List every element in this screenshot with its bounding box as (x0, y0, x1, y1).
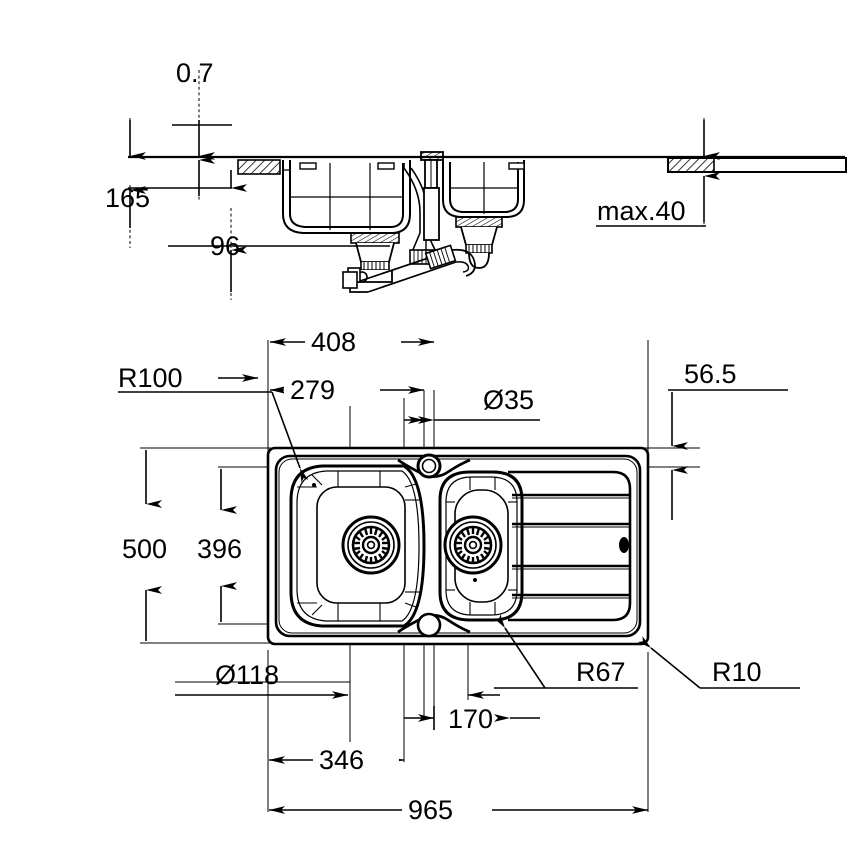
dimension-965: 965 (269, 792, 648, 826)
section-view: 0.7 165 96 max.40 (105, 58, 847, 300)
main-bowl (289, 464, 426, 628)
dimension-r10-label: R10 (712, 657, 762, 687)
dimension-0-7-label: 0.7 (176, 58, 214, 88)
drainboard-outlet-slot (619, 537, 629, 553)
dimension-r100-label: R100 (118, 363, 183, 393)
drain-pipe-section (342, 244, 476, 293)
dimension-346: 346 (269, 742, 404, 776)
worktop-block (667, 157, 847, 173)
tap-hole (416, 453, 442, 479)
dimension-346-label: 346 (319, 745, 364, 775)
dimension-500: 500 (122, 450, 167, 641)
dimension-965-label: 965 (408, 795, 453, 825)
dimension-56-5-label: 56.5 (684, 359, 737, 389)
dimension-408: 408 (270, 324, 434, 358)
drainboard (508, 470, 632, 622)
dimension-165-label: 165 (105, 183, 150, 213)
dimension-96: 96 (210, 170, 247, 292)
secondary-waste-section (455, 216, 503, 269)
dimension-dia-35-label: Ø35 (483, 385, 534, 415)
dimension-dia-118-label: Ø118 (215, 660, 279, 690)
dimension-56-5: 56.5 (668, 359, 788, 520)
dimension-500-label: 500 (122, 534, 167, 564)
dimension-r67-label: R67 (576, 657, 626, 687)
dimension-r67: R67 (494, 614, 638, 689)
dimension-396-label: 396 (197, 534, 242, 564)
standpipe-section (420, 151, 444, 254)
dimension-165: 165 (105, 120, 150, 228)
overflow-hole (416, 612, 442, 638)
dimension-408-label: 408 (311, 327, 356, 357)
dimension-170: 170 (404, 691, 540, 734)
dimension-r10: R10 (637, 636, 800, 689)
dimension-max-40-label: max.40 (597, 196, 686, 226)
dimension-170-label: 170 (448, 704, 493, 734)
dimension-max-40: max.40 (597, 120, 720, 226)
dimension-dia-118: Ø118 (175, 660, 348, 699)
dimension-279: 279 (270, 372, 424, 406)
dimension-279-label: 279 (290, 375, 335, 405)
dimension-dia-35: Ø35 (404, 385, 540, 424)
dimension-r100: R100 (118, 363, 309, 483)
dimension-396: 396 (197, 469, 242, 622)
dimension-96-label: 96 (210, 231, 240, 261)
mounting-clip-left (237, 159, 281, 175)
secondary-waste (443, 515, 503, 575)
plan-view: 408 279 Ø35 56.5 R100 (118, 324, 800, 826)
main-waste (341, 515, 401, 575)
sink-inner-rim (274, 454, 642, 638)
bowl-section-left (282, 160, 411, 234)
sink-rim-shadow (278, 458, 638, 634)
dimension-0-7: 0.7 (176, 58, 215, 196)
